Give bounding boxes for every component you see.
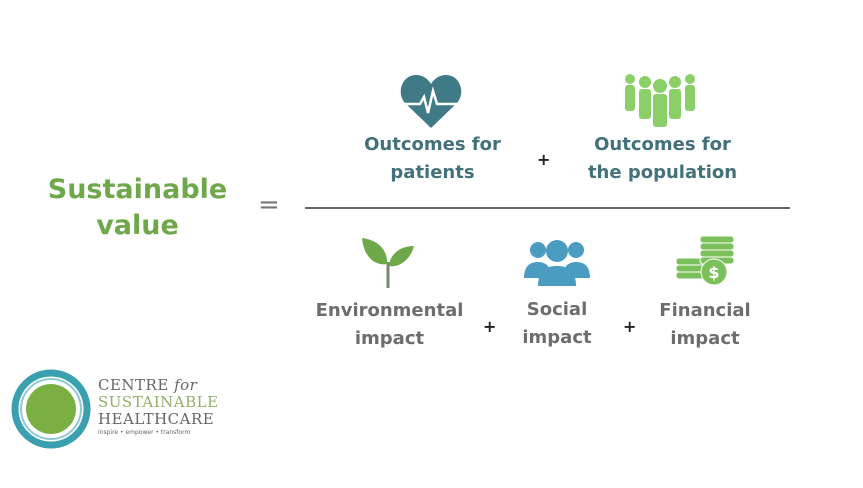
sustainable-text: Sustainable (47, 174, 228, 205)
label-line: impact (354, 328, 425, 349)
label-line: Social (526, 299, 588, 320)
label-line: the population (587, 162, 738, 183)
label-line: Financial (659, 300, 751, 321)
svg-text:$: $ (708, 263, 719, 282)
label-line: Environmental (315, 300, 464, 321)
outcomes-population-label: Outcomes for the population (580, 131, 745, 187)
outcomes-patients-label: Outcomes for patients (355, 131, 510, 187)
logo-line: HEALTHCARE (98, 410, 215, 428)
label-line: impact (670, 328, 740, 349)
financial-impact-label: Financial impact (650, 297, 760, 353)
sprout-icon (362, 238, 414, 288)
label-line: Outcomes for (594, 134, 731, 155)
label-line: patients (390, 162, 475, 183)
logo-line: CENTRE (98, 376, 169, 394)
label-line: Outcomes for (364, 134, 501, 155)
logo-line: SUSTAINABLE (98, 393, 219, 411)
logo-tagline: inspire • empower • transform (98, 429, 191, 436)
logo-text: CENTRE for SUSTAINABLE HEALTHCARE inspir… (98, 377, 219, 437)
social-impact-label: Social impact (512, 296, 602, 352)
people-group-icon (625, 74, 695, 127)
environmental-impact-label: Environmental impact (312, 297, 467, 353)
heart-pulse-icon (400, 75, 462, 128)
logo-emblem (11, 369, 91, 449)
value-text: value (96, 210, 179, 241)
label-line: impact (522, 327, 592, 348)
equals-sign: = (258, 190, 280, 220)
sustainable-value-label: Sustainable value (40, 172, 235, 244)
coins-icon: $ (675, 235, 735, 286)
fraction-line (305, 207, 790, 209)
plus-sign: + (483, 317, 497, 336)
plus-sign: + (537, 150, 551, 169)
plus-sign: + (623, 317, 637, 336)
users-icon (524, 240, 590, 286)
logo-line: for (174, 376, 198, 394)
